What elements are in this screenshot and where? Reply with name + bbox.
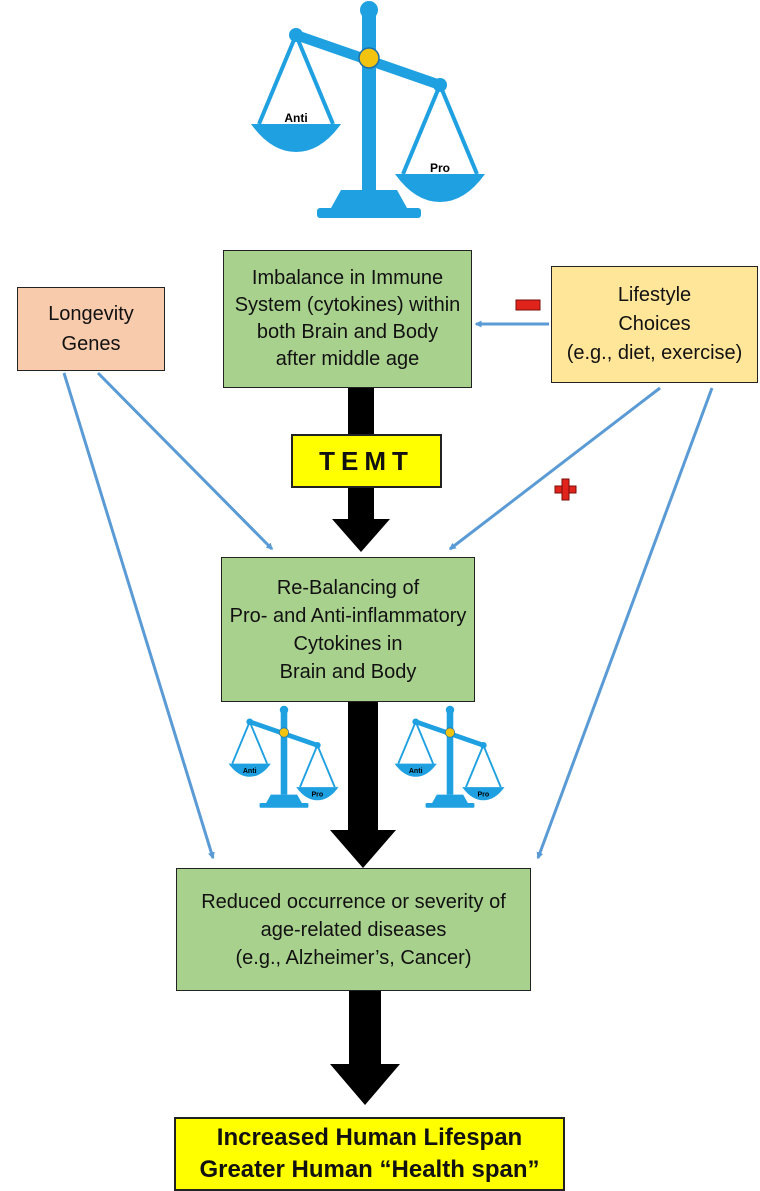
- temt-label: TEMT: [319, 445, 414, 476]
- reduced-disease-box: Reduced occurrence or severity of age-re…: [176, 868, 531, 991]
- box-text-line: Greater Human “Health span”: [199, 1156, 540, 1183]
- box-text-line: Pro- and Anti-inflammatory: [229, 604, 467, 627]
- large-balance-scale: Anti Pro: [249, 0, 487, 220]
- box-text-line: (e.g., diet, exercise): [566, 342, 743, 364]
- lifestyle-choices-box: Lifestyle Choices (e.g., diet, exercise): [551, 266, 758, 383]
- temt-box: TEMT: [291, 434, 442, 488]
- box-text-line: Re-Balancing of: [276, 576, 420, 599]
- minus-sign: [515, 299, 541, 311]
- box-text-line: after middle age: [275, 348, 420, 370]
- scale-label-pro: Pro: [477, 791, 489, 798]
- arrow-lifestyle-to-reduced: [536, 387, 714, 860]
- arrow-longevity-to-rebalance: [96, 371, 274, 551]
- arrowhead-to-result: [330, 1064, 400, 1105]
- arrow-shaft-reduced-result: [349, 991, 381, 1066]
- arrowhead-to-rebalance: [332, 519, 390, 552]
- blue-influence-arrows: [62, 320, 714, 860]
- scale-label-pro: Pro: [430, 161, 450, 175]
- box-text-line: Lifestyle: [617, 284, 692, 306]
- arrowhead-to-reduced: [330, 830, 396, 868]
- plus-sign: [554, 478, 577, 501]
- scale-label-pro: Pro: [311, 791, 323, 798]
- scale-label-anti: Anti: [409, 768, 423, 775]
- box-text-line: Genes: [61, 333, 121, 355]
- box-text-line: Cytokines in: [293, 632, 403, 655]
- box-text-line: Imbalance in Immune: [251, 267, 444, 289]
- scale-label-anti: Anti: [243, 768, 257, 775]
- longevity-genes-box: Longevity Genes: [17, 287, 165, 371]
- lifespan-result-box: Increased Human Lifespan Greater Human “…: [174, 1117, 565, 1191]
- immune-imbalance-box: Imbalance in Immune System (cytokines) w…: [223, 250, 472, 388]
- arrow-shaft-temt-rebalance: [348, 488, 374, 521]
- box-text-line: Increased Human Lifespan: [216, 1124, 523, 1151]
- arrow-longevity-to-reduced: [62, 372, 215, 860]
- box-text-line: Reduced occurrence or severity of: [201, 890, 506, 913]
- small-balance-scale-left: Anti Pro: [227, 704, 340, 809]
- box-text-line: Choices: [618, 313, 691, 335]
- black-flow-arrows: [330, 388, 400, 1105]
- box-text-line: Brain and Body: [279, 660, 417, 683]
- small-balance-scale-right: Anti Pro: [393, 704, 506, 809]
- box-text-line: age-related diseases: [260, 918, 447, 941]
- box-text-line: Longevity: [48, 303, 134, 325]
- arrow-shaft-rebalance-reduced: [348, 702, 378, 832]
- scale-label-anti: Anti: [284, 111, 307, 125]
- box-text-line: System (cytokines) within: [234, 294, 461, 316]
- arrow-shaft-imbalance-temt: [348, 388, 374, 434]
- arrow-lifestyle-to-rebalance: [448, 386, 661, 551]
- box-text-line: (e.g., Alzheimer’s, Cancer): [235, 946, 472, 969]
- box-text-line: both Brain and Body: [256, 321, 439, 343]
- rebalancing-box: Re-Balancing of Pro- and Anti-inflammato…: [221, 557, 475, 702]
